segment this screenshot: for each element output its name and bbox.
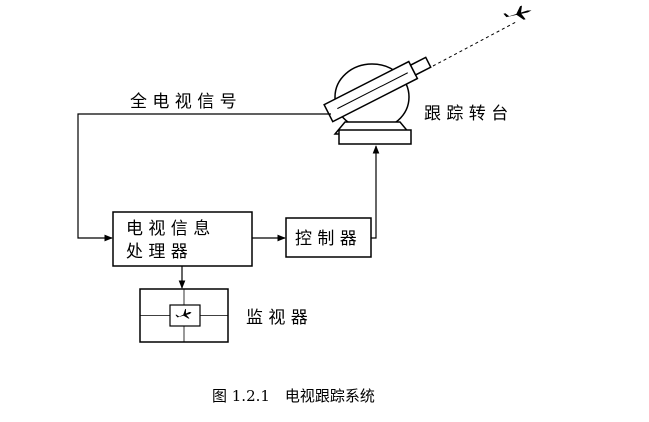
- controller-to-turntable-arrow: [371, 145, 380, 239]
- monitor: [139, 288, 229, 343]
- tv-processor-label-2: 处 理 器: [126, 242, 188, 262]
- line-of-sight: [432, 21, 517, 67]
- tracking-turntable-label: 跟 踪 转 台: [424, 104, 508, 124]
- tracking-turntable: [323, 56, 432, 145]
- full-tv-signal-label: 全 电 视 信 号: [130, 92, 237, 112]
- tv-processor-box: [112, 211, 253, 267]
- full-tv-signal-line: [77, 113, 331, 242]
- controller-label: 控 制 器: [295, 229, 357, 249]
- monitor-target-icon: [175, 308, 192, 319]
- monitor-label: 监 视 器: [246, 308, 308, 328]
- controller-box: [285, 217, 372, 258]
- tv-processor-label-1: 电 视 信 息: [126, 219, 210, 239]
- airplane-icon: [503, 5, 532, 20]
- figure-caption: 图 1.2.1 电视跟踪系统: [212, 387, 375, 405]
